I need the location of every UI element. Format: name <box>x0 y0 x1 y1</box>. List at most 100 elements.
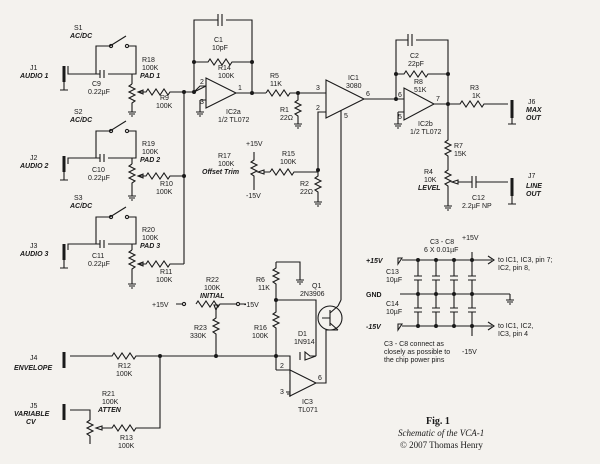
r18-name: PAD 1 <box>140 73 160 80</box>
s3-ref: S3 <box>74 195 83 202</box>
j2-ref: J2 <box>30 155 38 162</box>
r7-val: 15K <box>454 151 467 158</box>
s2-type: AC/DC <box>69 117 93 124</box>
j3-ref: J3 <box>30 243 38 250</box>
ic3-type: TL071 <box>298 407 318 414</box>
ic2a-pin1: 1 <box>238 85 242 92</box>
r9-val: 100K <box>156 103 173 110</box>
ic2b-pin6: 6 <box>398 92 402 99</box>
s3-type: AC/DC <box>69 203 93 210</box>
r14-val: 100K <box>218 73 235 80</box>
j2-name: AUDIO 2 <box>19 163 49 170</box>
r17-ref: R17 <box>218 153 231 160</box>
figure-number: Fig. 1 <box>426 416 450 427</box>
c11-ref: C11 <box>92 253 104 260</box>
r3-val: 1K <box>472 93 481 100</box>
j4-name: ENVELOPE <box>14 365 52 372</box>
r10-ref: R10 <box>160 181 173 188</box>
r5-ref: R5 <box>270 73 279 80</box>
q1-ref: Q1 <box>312 283 321 290</box>
c13-val: 10µF <box>386 277 402 284</box>
r19-name: PAD 2 <box>140 157 160 164</box>
c9-val: 0.22µF <box>88 89 110 96</box>
r19-val: 100K <box>142 149 159 156</box>
neg-dest-2: IC3, pin 4 <box>498 331 528 338</box>
j4-ref: J4 <box>30 355 38 362</box>
ic3-pin3: 3 <box>280 389 284 396</box>
neg-dest-1: to IC1, IC2, <box>498 323 533 330</box>
figure-title: Schematic of the VCA-1 <box>398 428 484 438</box>
figure-copyright: © 2007 Thomas Henry <box>400 440 483 450</box>
r23-ref: R23 <box>194 325 207 332</box>
ic3-pin6: 6 <box>318 375 322 382</box>
r14-ref: R14 <box>218 65 231 72</box>
s1-type: AC/DC <box>69 33 93 40</box>
c1-ref: C1 <box>214 37 223 44</box>
r11-val: 100K <box>156 277 173 284</box>
ic2a-pin3: 3 <box>200 99 204 106</box>
power-gnd-label: GND <box>366 292 382 299</box>
initial-pos-supply: +15V <box>152 302 169 309</box>
r10-val: 100K <box>156 189 173 196</box>
r8-val: 51K <box>414 87 427 94</box>
d1-type: 1N914 <box>294 339 315 346</box>
r11-ref: R11 <box>160 269 172 276</box>
pos-dest-1: to IC1, IC3, pin 7; <box>498 257 553 264</box>
d1-ref: D1 <box>298 331 307 338</box>
r12-ref: R12 <box>118 363 131 370</box>
r2-ref: R2 <box>300 181 309 188</box>
s1-ref: S1 <box>74 25 83 32</box>
r21-val: 100K <box>102 399 119 406</box>
ic1-pin5: 5 <box>344 113 348 120</box>
r13-val: 100K <box>118 443 135 450</box>
wiring <box>60 14 516 444</box>
ic1-type: 3080 <box>346 83 362 90</box>
ic2a-pin2: 2 <box>200 79 204 86</box>
ic1-pin6: 6 <box>366 91 370 98</box>
r6-val: 11K <box>258 285 270 292</box>
initial-neg-supply: -15V <box>244 302 259 309</box>
ic2b-pin5: 5 <box>398 114 402 121</box>
r19-ref: R19 <box>142 141 155 148</box>
power-pos-label: +15V <box>366 258 384 265</box>
ic2b-ref: IC2b <box>418 121 433 128</box>
r17-val: 100K <box>218 161 235 168</box>
r1-val: 22Ω <box>280 115 293 122</box>
c11-val: 0.22µF <box>88 261 110 268</box>
j5-name2: CV <box>26 419 37 426</box>
power-pos-top: +15V <box>462 235 479 242</box>
power-neg-label: -15V <box>366 324 382 331</box>
pos-dest-2: IC2, pin 8, <box>498 265 530 272</box>
decoupling-note-2: closely as possible to <box>384 349 450 356</box>
r3-ref: R3 <box>470 85 479 92</box>
r22-ref: R22 <box>206 277 219 284</box>
r22-name: INITIAL <box>200 293 225 300</box>
r8-ref: R8 <box>414 79 423 86</box>
r21-ref: R21 <box>102 391 115 398</box>
r15-val: 100K <box>280 159 297 166</box>
decoupling-note-1: C3 - C8 connect as <box>384 341 444 348</box>
j3-name: AUDIO 3 <box>19 251 49 258</box>
power-neg-bottom: -15V <box>462 349 477 356</box>
r15-ref: R15 <box>282 151 295 158</box>
offset-pos-supply: +15V <box>246 141 263 148</box>
r23-val: 330K <box>190 333 207 340</box>
r5-val: 11K <box>270 81 282 88</box>
j6-ref: J6 <box>528 99 536 106</box>
j7-ref: J7 <box>528 173 536 180</box>
c14-ref: C14 <box>386 301 399 308</box>
r21-name: ATTEN <box>97 407 122 414</box>
ic2b-type: 1/2 TL072 <box>410 129 442 136</box>
r2-val: 22Ω <box>300 189 313 196</box>
j5-name1: VARIABLE <box>14 411 50 418</box>
r1-ref: R1 <box>280 107 289 114</box>
j1-ref: J1 <box>30 65 38 72</box>
c1-val: 10pF <box>212 45 228 52</box>
ic2a-type: 1/2 TL072 <box>218 117 250 124</box>
ic1-ref: IC1 <box>348 75 359 82</box>
c12-ref: C12 <box>472 195 485 202</box>
decoupling-note-3: the chip power pins <box>384 357 445 364</box>
c13-ref: C13 <box>386 269 399 276</box>
j7-name2: OUT <box>526 191 542 198</box>
